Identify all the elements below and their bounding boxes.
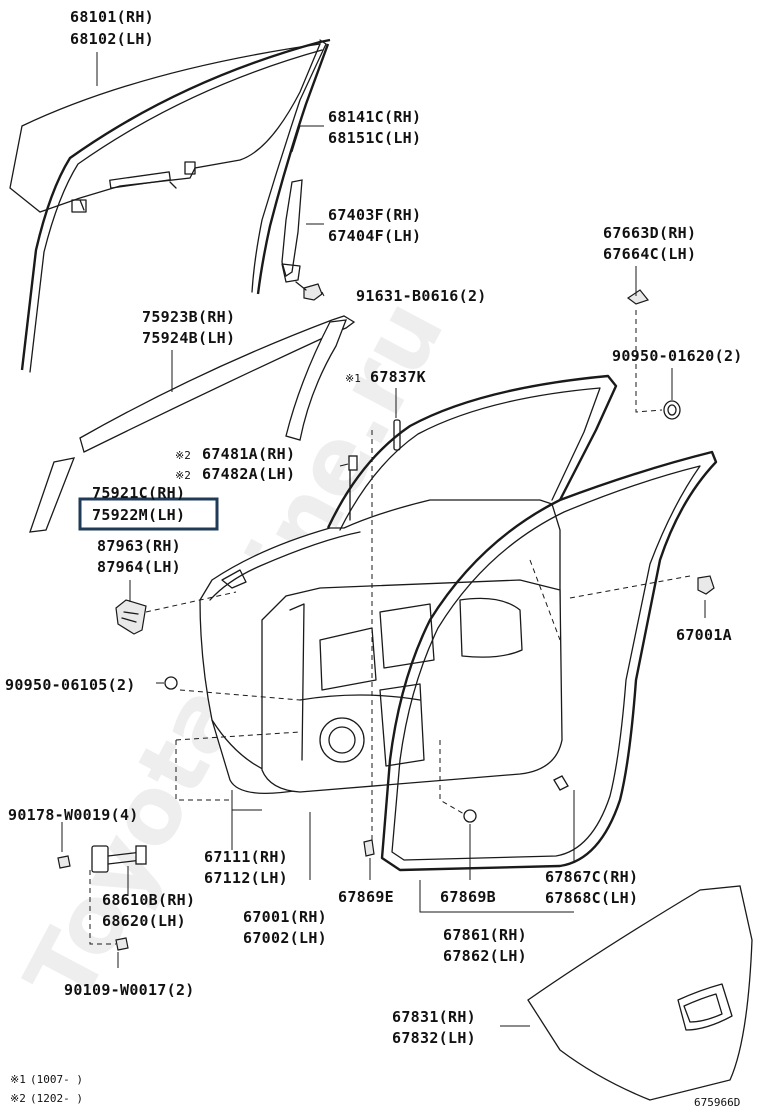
- footnotes: ※1 (1007- ) ※2 (1202- ): [10, 1073, 83, 1105]
- label-75923b: 75923B(RH): [142, 308, 235, 326]
- label-68141c: 68141C(RH): [328, 108, 421, 126]
- frame-garnish-outer: [285, 319, 347, 441]
- clip-67869e: [363, 839, 375, 857]
- label-67869e: 67869E: [338, 888, 394, 906]
- label-75922m: 75922M(LH): [92, 506, 185, 524]
- door-weatherstrip: [380, 450, 718, 872]
- screw-90178: [57, 855, 71, 869]
- label-68610b: 68610B(RH): [102, 891, 195, 909]
- footnote-2-range: (1202- ): [30, 1092, 83, 1105]
- label-67867c: 67867C(RH): [545, 868, 638, 886]
- label-75921c: 75921C(RH): [92, 484, 185, 502]
- label-67112: 67112(LH): [204, 869, 288, 887]
- door-glass: [9, 43, 322, 213]
- footnote-2-mark: ※2: [10, 1092, 26, 1105]
- plug-90950-06105: [164, 676, 178, 690]
- label-91631: 91631-B0616(2): [356, 287, 487, 305]
- footnote-1-mark: ※1: [10, 1073, 26, 1086]
- label-90178: 90178-W0019(4): [8, 806, 139, 824]
- sash-channel: [281, 179, 303, 283]
- label-67001: 67001(RH): [243, 908, 327, 926]
- label-67861: 67861(RH): [443, 926, 527, 944]
- dashed-leaders: [89, 310, 691, 945]
- note-mark-a1: ※2: [175, 449, 191, 462]
- label-67868c: 67868C(LH): [545, 889, 638, 907]
- frame-garnish-lower: [29, 457, 76, 533]
- label-67862: 67862(LH): [443, 947, 527, 965]
- screw-90109: [115, 937, 129, 951]
- door-cushion: [626, 289, 650, 305]
- label-90950-01620: 90950-01620(2): [612, 347, 743, 365]
- label-67832: 67832(LH): [392, 1029, 476, 1047]
- diagram-code: 675966D: [694, 1096, 740, 1109]
- label-68101: 68101(RH): [70, 8, 154, 26]
- label-67482a: 67482A(LH): [202, 465, 295, 483]
- clip-67869b: [463, 809, 477, 823]
- plug-90950-01620: [663, 400, 681, 420]
- label-67831: 67831(RH): [392, 1008, 476, 1026]
- clip-67867c: [553, 775, 569, 791]
- service-hole-cover: [527, 885, 753, 1101]
- label-90109: 90109-W0017(2): [64, 981, 195, 999]
- note-mark-a2: ※2: [175, 469, 191, 482]
- note-mark-k: ※1: [345, 372, 361, 385]
- label-67481a: 67481A(RH): [202, 445, 295, 463]
- mirror-cover: [115, 599, 147, 635]
- clip-67481a: [348, 455, 358, 471]
- footnote-1-range: (1007- ): [30, 1073, 83, 1086]
- bolt-91631: [295, 281, 323, 301]
- label-67663d: 67663D(RH): [603, 224, 696, 242]
- label-90950-06105: 90950-06105(2): [5, 676, 136, 694]
- door-window-frame: [326, 374, 618, 531]
- label-68151c: 68151C(LH): [328, 129, 421, 147]
- label-87963: 87963(RH): [97, 537, 181, 555]
- label-75924b: 75924B(LH): [142, 329, 235, 347]
- leader-lines: [61, 52, 706, 1027]
- label-67404f: 67404F(LH): [328, 227, 421, 245]
- door-check: [91, 845, 147, 873]
- label-87964: 87964(LH): [97, 558, 181, 576]
- belt-moulding: [79, 315, 356, 453]
- glass-run: [20, 38, 331, 373]
- label-68102: 68102(LH): [70, 30, 154, 48]
- label-67837k: 67837K: [370, 368, 426, 386]
- label-67403f: 67403F(RH): [328, 206, 421, 224]
- label-67664c: 67664C(LH): [603, 245, 696, 263]
- label-67111: 67111(RH): [204, 848, 288, 866]
- label-68620: 68620(LH): [102, 912, 186, 930]
- highlight-box: [78, 497, 219, 531]
- label-67001a: 67001A: [676, 626, 732, 644]
- part-labels: 68101(RH) 68102(LH) 68141C(RH) 68151C(LH…: [5, 8, 743, 1047]
- door-inner-panel: [261, 579, 563, 793]
- label-67869b: 67869B: [440, 888, 496, 906]
- clip-67001a: [697, 575, 715, 595]
- label-67002: 67002(LH): [243, 929, 327, 947]
